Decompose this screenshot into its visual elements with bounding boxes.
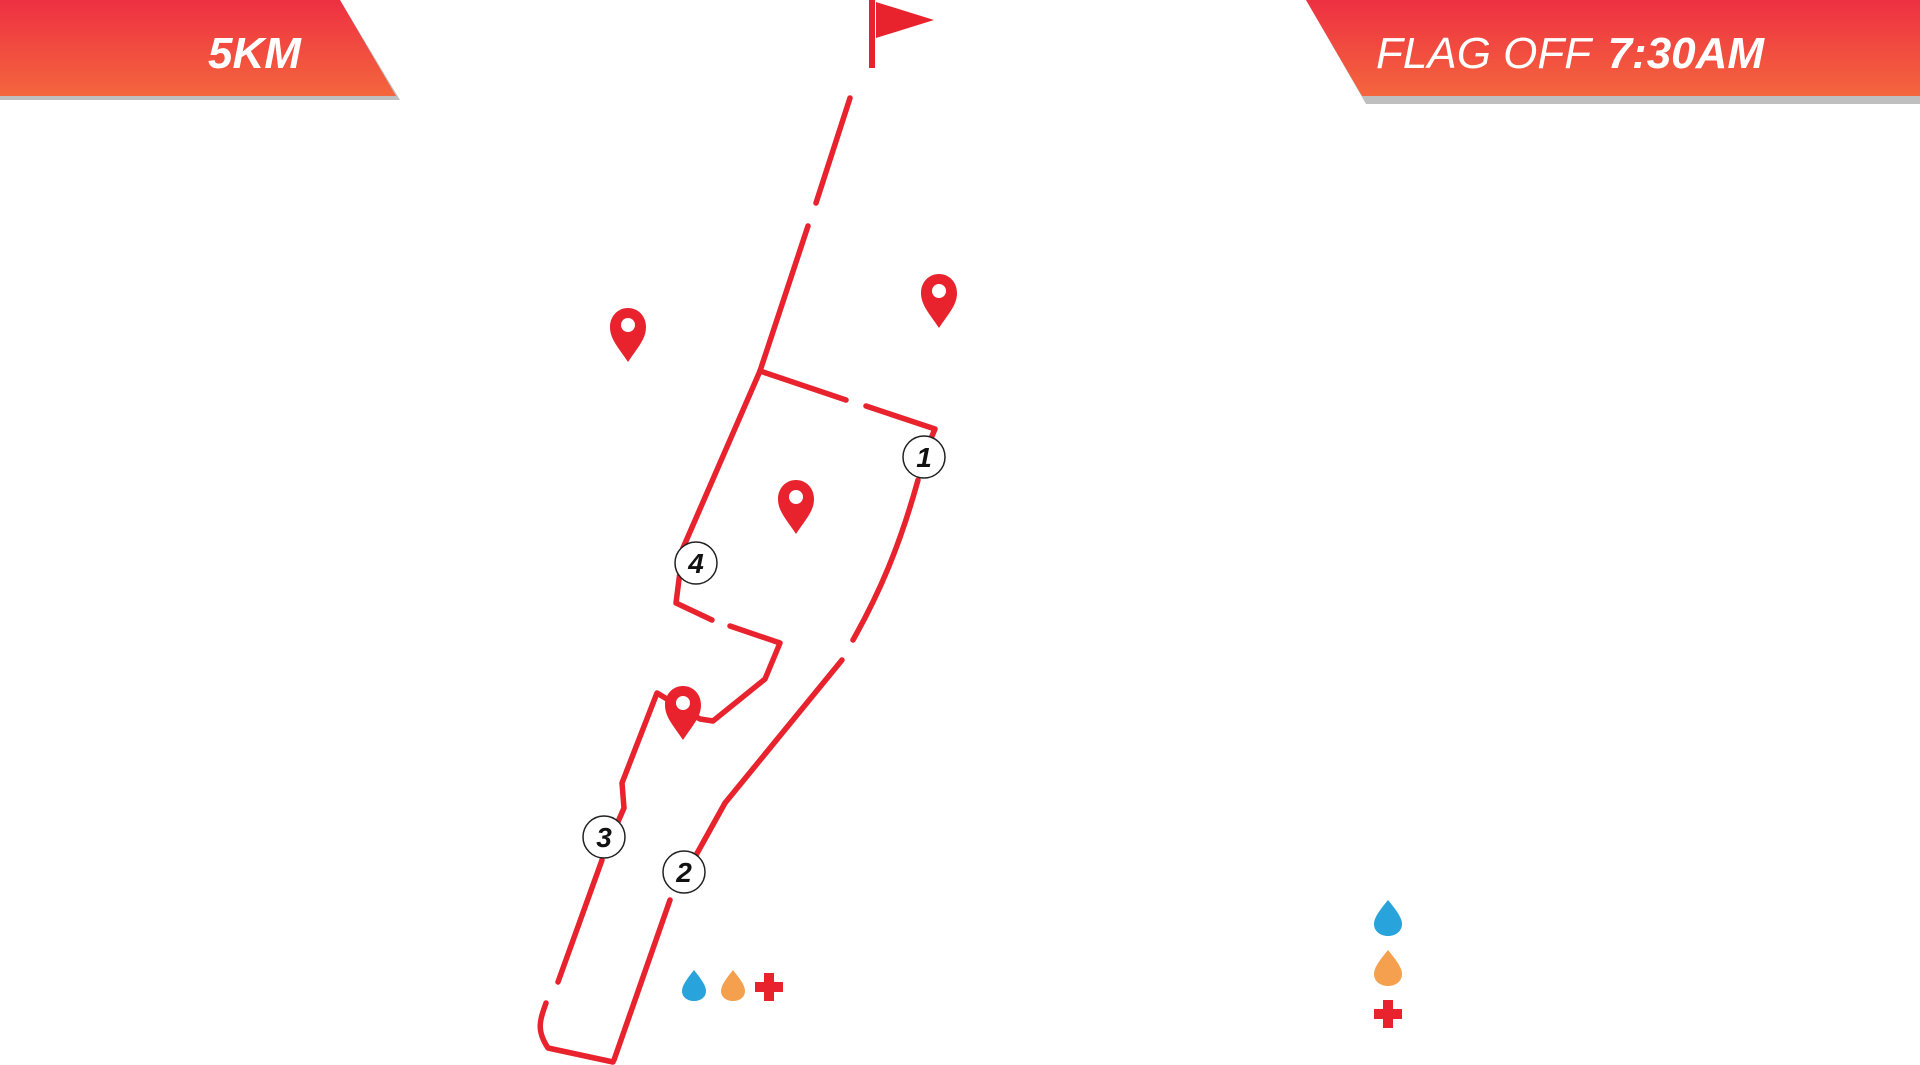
isotonic-drop-icon: [1374, 950, 1402, 986]
medical-cross-icon: [1374, 1000, 1402, 1028]
km-marker-label: 1: [916, 442, 932, 473]
km-marker-label: 2: [675, 857, 692, 888]
flag-off-banner: FLAG OFF 7:30AM: [1306, 0, 1920, 104]
water-drop-icon: [682, 970, 706, 1001]
location-pin-icon: [921, 274, 957, 328]
start-flag-icon: [869, 0, 934, 68]
route-segment: [687, 657, 845, 869]
flag-off-banner-bg: [1306, 0, 1920, 96]
location-pins: [610, 274, 957, 740]
km-marker-label: 4: [687, 548, 704, 579]
route-segment: [757, 368, 849, 403]
km-marker-2: 2: [662, 850, 706, 894]
station-icons: [682, 970, 783, 1001]
route-segment: [813, 95, 853, 206]
km-marker-3: 3: [582, 815, 626, 859]
flag-off-time: 7:30AM: [1608, 29, 1766, 78]
route-path: [537, 95, 938, 1065]
water-drop-icon: [1374, 900, 1402, 936]
isotonic-drop-icon: [721, 970, 745, 1001]
route-segment: [537, 1000, 616, 1065]
distance-label: 5KM: [208, 29, 302, 78]
route-segment: [850, 477, 921, 643]
legend: [1374, 900, 1402, 1028]
km-markers: 1 2 3 4: [582, 435, 946, 894]
flag-off-prefix: FLAG OFF: [1376, 29, 1593, 78]
route-segment: [757, 223, 811, 374]
km-marker-label: 3: [596, 822, 612, 853]
flag-off-text: FLAG OFF 7:30AM: [1376, 29, 1765, 78]
km-marker-4: 4: [674, 541, 718, 585]
route-segment: [611, 897, 673, 1063]
route-segment: [555, 857, 605, 985]
route-segment: [680, 368, 763, 551]
km-marker-1: 1: [902, 435, 946, 479]
distance-banner: 5KM: [0, 0, 400, 100]
location-pin-icon: [665, 686, 701, 740]
medical-cross-icon: [755, 973, 783, 1001]
distance-banner-bg: [0, 0, 396, 96]
location-pin-icon: [778, 480, 814, 534]
route-segment: [614, 623, 783, 827]
location-pin-icon: [610, 308, 646, 362]
